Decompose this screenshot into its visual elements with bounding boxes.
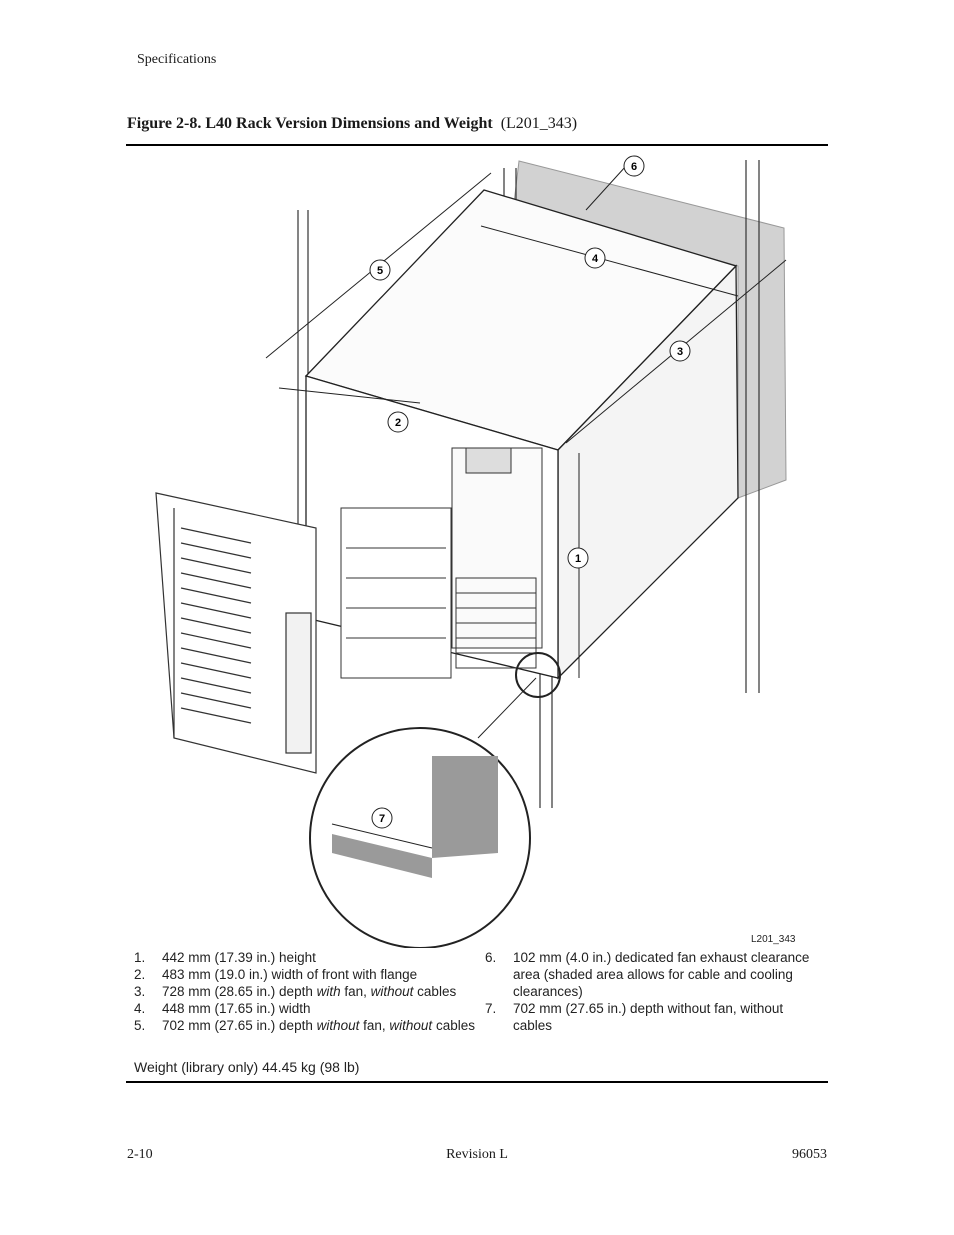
legend-text: 448 mm (17.65 in.) width (162, 1001, 311, 1016)
bottom-rule (126, 1081, 828, 1083)
callout-6-circle (623, 155, 645, 177)
legend-text: 483 mm (19.0 in.) width of front with fl… (162, 967, 418, 982)
weight-note: Weight (library only) 44.45 kg (98 lb) (134, 1059, 360, 1075)
legend-text-part: 702 mm (27.65 in.) depth (162, 1018, 317, 1033)
legend-item: 2. 483 mm (19.0 in.) width of front with … (134, 966, 479, 983)
callout-6: 6 (631, 161, 637, 173)
front-door (155, 492, 317, 774)
callout-7: 7 (379, 813, 385, 825)
revision: Revision L (446, 1147, 508, 1162)
callout-5: 5 (377, 265, 383, 277)
legend-number: 7. (485, 1001, 497, 1016)
callout-3: 3 (677, 346, 683, 358)
legend-item: 6. 102 mm (4.0 in.) dedicated fan exhaust… (485, 949, 815, 1000)
legend-number: 3. (134, 984, 146, 999)
legend-text-part: fan, (340, 984, 371, 999)
legend-emphasis: without (370, 984, 414, 999)
callout-2-circle (387, 411, 409, 433)
front-internals (340, 447, 543, 679)
running-head: Specifications (137, 52, 217, 67)
document-number: 96053 (792, 1147, 827, 1162)
callout-2: 2 (395, 417, 401, 429)
art-id-label: L201_343 (751, 934, 796, 945)
legend-text: 702 mm (27.65 in.) depth without fan, wi… (513, 1001, 784, 1033)
figure-illustration: 1 2 3 4 5 6 7 L201_343 (126, 148, 828, 948)
callout-5-circle (369, 259, 391, 281)
legend-item: 5. 702 mm (27.65 in.) depth without fan, … (134, 1017, 479, 1034)
figure-title: Figure 2-8. L40 Rack Version Dimensions … (127, 115, 577, 133)
page-number: 2-10 (127, 1147, 153, 1162)
legend-item: 3. 728 mm (28.65 in.) depth with fan, wit… (134, 983, 479, 1000)
legend-number: 2. (134, 967, 146, 982)
callout-7-circle (371, 807, 393, 829)
legend-number: 6. (485, 950, 497, 965)
legend-number: 4. (134, 1001, 146, 1016)
legend-text-part: 728 mm (28.65 in.) depth (162, 984, 317, 999)
detail-magnifier (309, 652, 561, 948)
figure-code: (L201_343) (500, 115, 578, 132)
figure-label: Figure 2-8. L40 Rack Version Dimensions … (127, 115, 493, 132)
callout-4: 4 (592, 253, 599, 265)
rack-line-drawing: 1 2 3 4 5 6 7 L201_343 (155, 155, 796, 948)
callouts: 1 2 3 4 5 6 7 (369, 155, 691, 829)
legend-item: 4. 448 mm (17.65 in.) width (134, 1000, 479, 1017)
legend-emphasis: without (316, 1018, 360, 1033)
callout-3-circle (669, 340, 691, 362)
legend-emphasis: without (389, 1018, 433, 1033)
legend-item: 7. 702 mm (27.65 in.) depth without fan, … (485, 1000, 815, 1034)
callout-1: 1 (575, 553, 581, 565)
legend-number: 5. (134, 1018, 146, 1033)
legend-text: 702 mm (27.65 in.) depth without fan, wi… (162, 1017, 479, 1034)
legend-text-part: cables (413, 984, 457, 999)
callout-4-circle (584, 247, 606, 269)
callout-1-circle (567, 547, 589, 569)
legend-emphasis: with (316, 984, 341, 999)
legend-text-part: cables (432, 1018, 475, 1033)
legend-number: 1. (134, 950, 146, 965)
legend-text: 102 mm (4.0 in.) dedicated fan exhaust c… (513, 950, 810, 999)
legend-text: 728 mm (28.65 in.) depth with fan, witho… (162, 983, 479, 1000)
legend-item: 1. 442 mm (17.39 in.) height (134, 949, 479, 966)
legend-text-part: fan, (359, 1018, 390, 1033)
legend-right: 6. 102 mm (4.0 in.) dedicated fan exhaust… (485, 949, 815, 1034)
top-rule (126, 144, 828, 146)
legend-text: 442 mm (17.39 in.) height (162, 950, 316, 965)
legend-left: 1. 442 mm (17.39 in.) height 2. 483 mm (19… (134, 949, 479, 1034)
